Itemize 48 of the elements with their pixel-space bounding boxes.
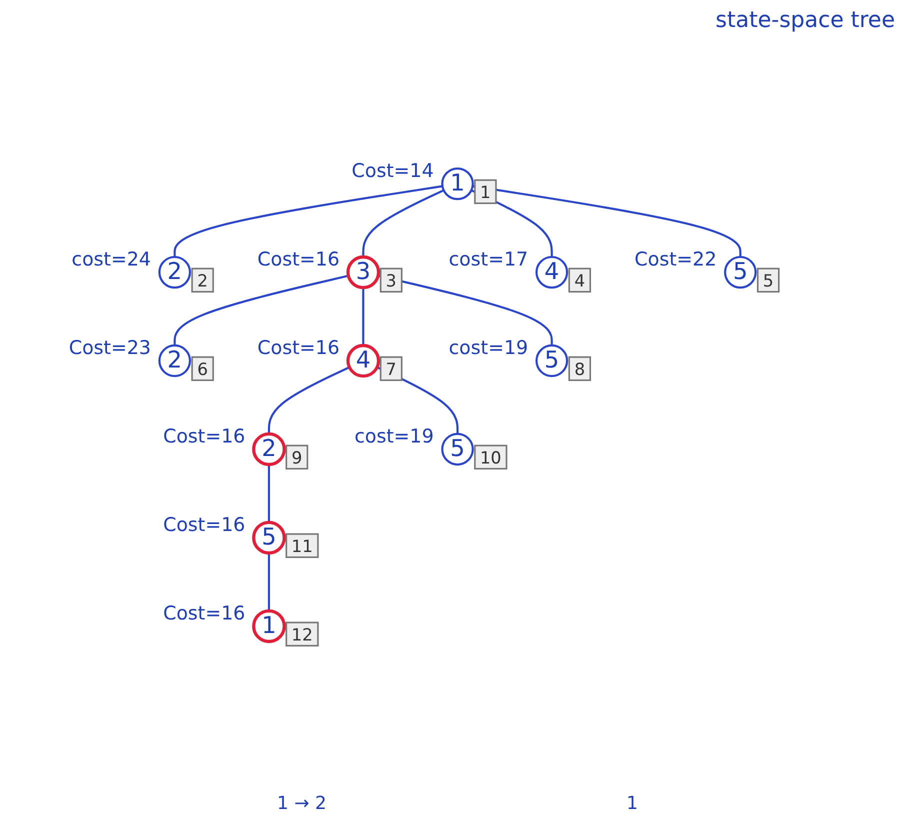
cost-label: Cost=22 [634,248,717,270]
cost-label: Cost=16 [163,514,246,536]
node-circle: 1 [252,609,286,644]
cost-label: Cost=16 [257,336,340,359]
node-circle: 5 [441,432,474,466]
node-circle: 5 [252,520,286,555]
order-number-tag: 3 [380,268,402,293]
cost-label: cost=19 [354,425,434,448]
connector [362,288,364,346]
order-number-tag: 6 [191,356,214,382]
connector [268,366,350,434]
connector [268,553,270,611]
connector [470,189,553,257]
node-circle: 5 [535,344,568,378]
order-number-tag: 9 [286,444,308,470]
cost-label: cost=24 [72,248,151,270]
note-text: 1 → 2 [277,793,326,814]
order-number-tag: 5 [756,268,780,293]
node-circle: 2 [158,256,191,289]
cost-label: Cost=16 [163,425,246,448]
order-number-tag: 1 [474,179,497,204]
order-number-tag: 12 [286,622,319,646]
connector [174,185,443,257]
connector [376,366,459,434]
connector [268,464,270,522]
node-circle: 4 [346,344,380,378]
connector [362,189,444,257]
order-number-tag: 11 [286,533,319,558]
cost-label: Cost=23 [68,336,151,359]
cost-label: Cost=16 [257,248,340,270]
order-number-tag: 10 [474,444,508,470]
node-circle: 3 [346,255,380,290]
note-text: 1 [626,793,638,814]
cost-label: Cost=16 [163,602,246,624]
order-number-tag: 8 [568,356,592,382]
connector [174,274,349,346]
cost-label: cost=19 [448,336,528,359]
node-circle: 2 [252,432,286,466]
node-circle: 2 [158,344,191,378]
node-circle: 1 [441,167,474,200]
order-number-tag: 4 [568,268,592,293]
order-number-tag: 2 [191,268,214,293]
diagram-title: state-space tree [716,8,895,33]
node-circle: 5 [724,256,757,289]
cost-label: cost=17 [448,248,528,270]
node-circle: 4 [535,256,568,289]
cost-label: Cost=14 [352,160,434,182]
order-number-tag: 7 [380,356,402,382]
